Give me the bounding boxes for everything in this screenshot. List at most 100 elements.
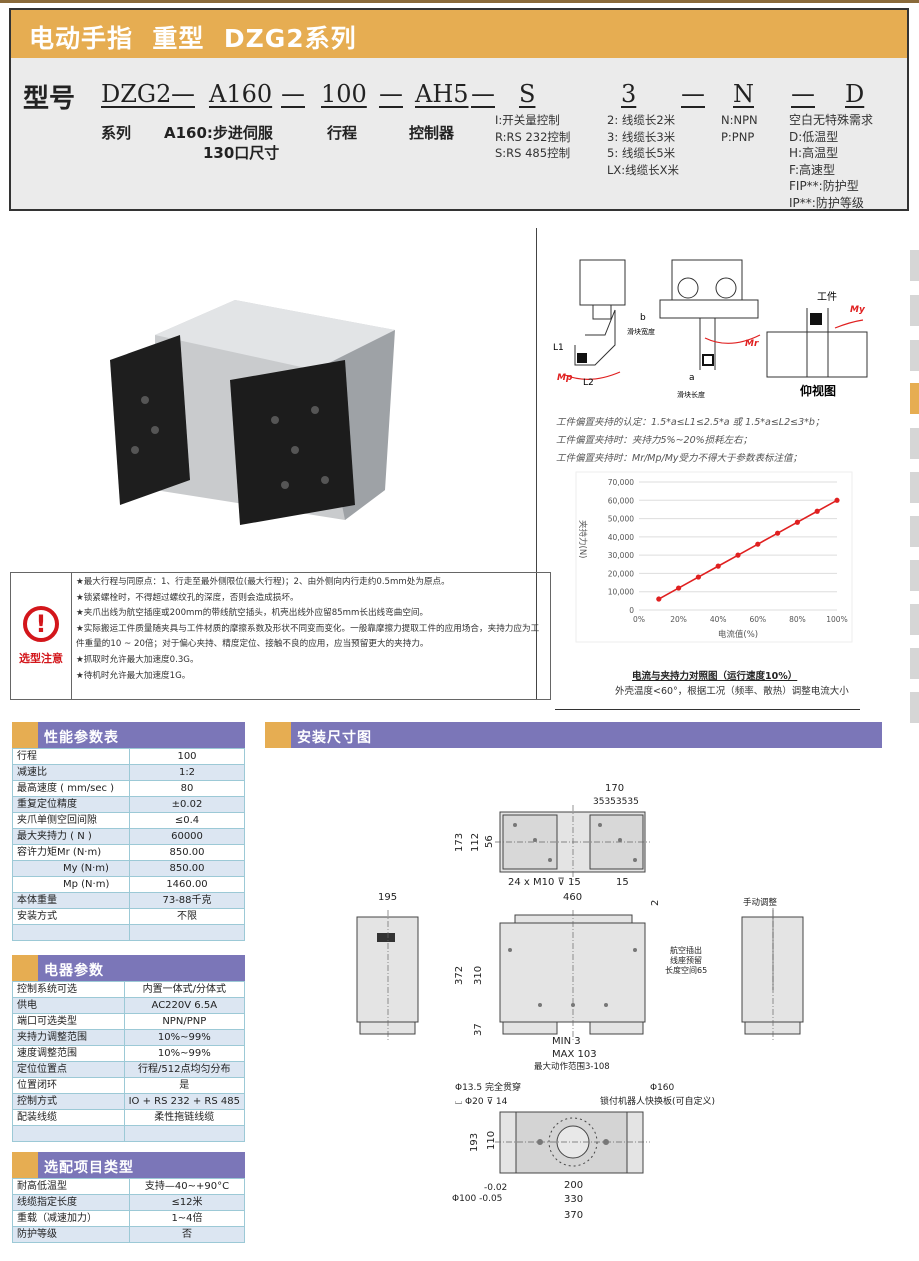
y-tick-label: 50,000 [608,515,634,524]
install-title: 安装尺寸图 [291,722,882,748]
page-tab[interactable] [910,604,919,635]
page-tab[interactable] [910,516,919,547]
param-name [12,1125,125,1142]
param-name: 夹爪单侧空回间隙 [12,812,130,829]
chart-subtitle: 外壳温度<60°，根据工况（频率、散热）调整电流大小 [615,686,849,697]
param-name: 夹持力调整范围 [12,1029,125,1046]
param-name: 行程 [12,748,130,765]
param-name: 速度调整范围 [12,1045,125,1062]
table-row: 容许力矩Mr (N·m)850.00 [12,844,245,861]
table-row: 防护等级否 [12,1226,245,1243]
label-a: a [689,373,695,383]
page-tab[interactable] [910,428,919,459]
model-seg-stroke: 100 [321,80,367,108]
param-value: ≤12米 [129,1194,245,1211]
param-value: 100 [129,748,245,765]
param-value: 80 [129,780,245,797]
dim-2: 2 [650,900,661,906]
data-point [794,519,800,525]
page-tab[interactable] [910,472,919,503]
x-axis-label: 电流值(%) [718,629,758,640]
param-name: 容许力矩Mr (N·m) [12,844,130,861]
model-seg-special: D [845,80,865,108]
page-tab[interactable] [910,648,919,679]
param-value: 73-88千克 [129,892,245,909]
note-item: ★待机时允许最大加速度1G。 [76,670,191,681]
dim-310: 310 [473,966,484,985]
table-row: 线缆指定长度≤12米 [12,1194,245,1211]
page-tab[interactable] [910,295,919,326]
page-tab-active[interactable] [910,383,919,414]
cable-note-2: 线座预留 [670,955,702,965]
dim-200: 200 [564,1180,583,1191]
data-point [656,596,662,602]
y-tick-label: 70,000 [608,478,634,487]
param-value [129,924,245,941]
table-row: 夹爪单侧空回间隙≤0.4 [12,812,245,829]
param-value: 1~4倍 [129,1210,245,1227]
selection-notes: !选型注意 ★最大行程与同原点：1、行走至最外侧限位(最大行程)；2、由外侧向内… [10,572,551,700]
offset-note-1: 工件偏置夹持的认定：1.5*a≤L1≤2.5*a 或 1.5*a≤L2≤3*b； [556,417,825,428]
offset-note-2: 工件偏置夹持时：夹持力5%~20%损耗左右； [556,435,753,446]
dash: — [281,80,305,108]
param-name: 耐高低温型 [12,1178,130,1195]
param-value [123,1125,246,1142]
y-tick-label: 10,000 [608,588,634,597]
label-slider-width: 滑块宽度 [627,327,655,336]
param-name: 供电 [12,997,125,1014]
product-photo [110,300,395,525]
dim-counterbore: ⌴ Φ20 ⊽ 14 [455,1097,508,1107]
performance-title: 性能参数表 [38,722,245,748]
model-header-box: 电动手指 重型 DZG2系列 型号 DZG2 — A160 — 100 — AH… [9,8,909,211]
label-my: My [850,305,866,315]
dim-110: 110 [486,1131,497,1150]
table-row: 重复定位精度±0.02 [12,796,245,813]
dim-460: 460 [563,892,582,903]
dim-tolerance: -0.02 [484,1183,507,1193]
dim-37: 37 [473,1023,484,1036]
table-row: 最大夹持力 ( N )60000 [12,828,245,845]
model-seg-controller: AH5 [415,80,469,108]
page-tab[interactable] [910,560,919,591]
param-name: 防护等级 [12,1226,130,1243]
dash: — [791,80,815,108]
x-tick-label: 20% [670,615,687,624]
page-tab[interactable] [910,692,919,723]
param-name: 线缆指定长度 [12,1194,130,1211]
table-row: 安装方式不限 [12,908,245,925]
param-value: 柔性拖链线缆 [123,1109,246,1126]
warning-icon: ! [23,606,59,642]
table-row [12,924,245,941]
dim-pitch: 35353535 [593,797,639,807]
table-row: 定位位置点行程/512点均匀分布 [12,1061,246,1078]
label-l1: L1 [553,343,564,353]
table-row: My (N·m)850.00 [12,860,245,877]
y-tick-label: 0 [629,606,634,615]
label-b: b [640,313,646,323]
page-tab[interactable] [910,340,919,371]
x-tick-label: 100% [826,615,847,624]
param-name: My (N·m) [12,860,130,877]
label-bottom-view: 仰视图 [800,383,836,398]
param-name: 位置闭环 [12,1077,125,1094]
cable-note-1: 航空插出 [670,945,702,955]
param-name: 控制系统可选 [12,981,125,998]
model-seg-series: DZG2 [101,80,172,108]
model-label: 型号 [23,84,76,114]
note-item: ★最大行程与同原点：1、行走至最外侧限位(最大行程)；2、由外侧向内行走约0.5… [76,577,450,587]
note-item: ★抓取时允许最大加速度0.3G。 [76,654,199,665]
table-row: 最高速度 ( mm/sec )80 [12,780,245,797]
param-value: ≤0.4 [129,812,245,829]
param-value: NPN/PNP [123,1013,246,1030]
param-name: Mp (N·m) [12,876,130,893]
model-seg-io: N [733,80,754,108]
page-tab[interactable] [910,250,919,281]
